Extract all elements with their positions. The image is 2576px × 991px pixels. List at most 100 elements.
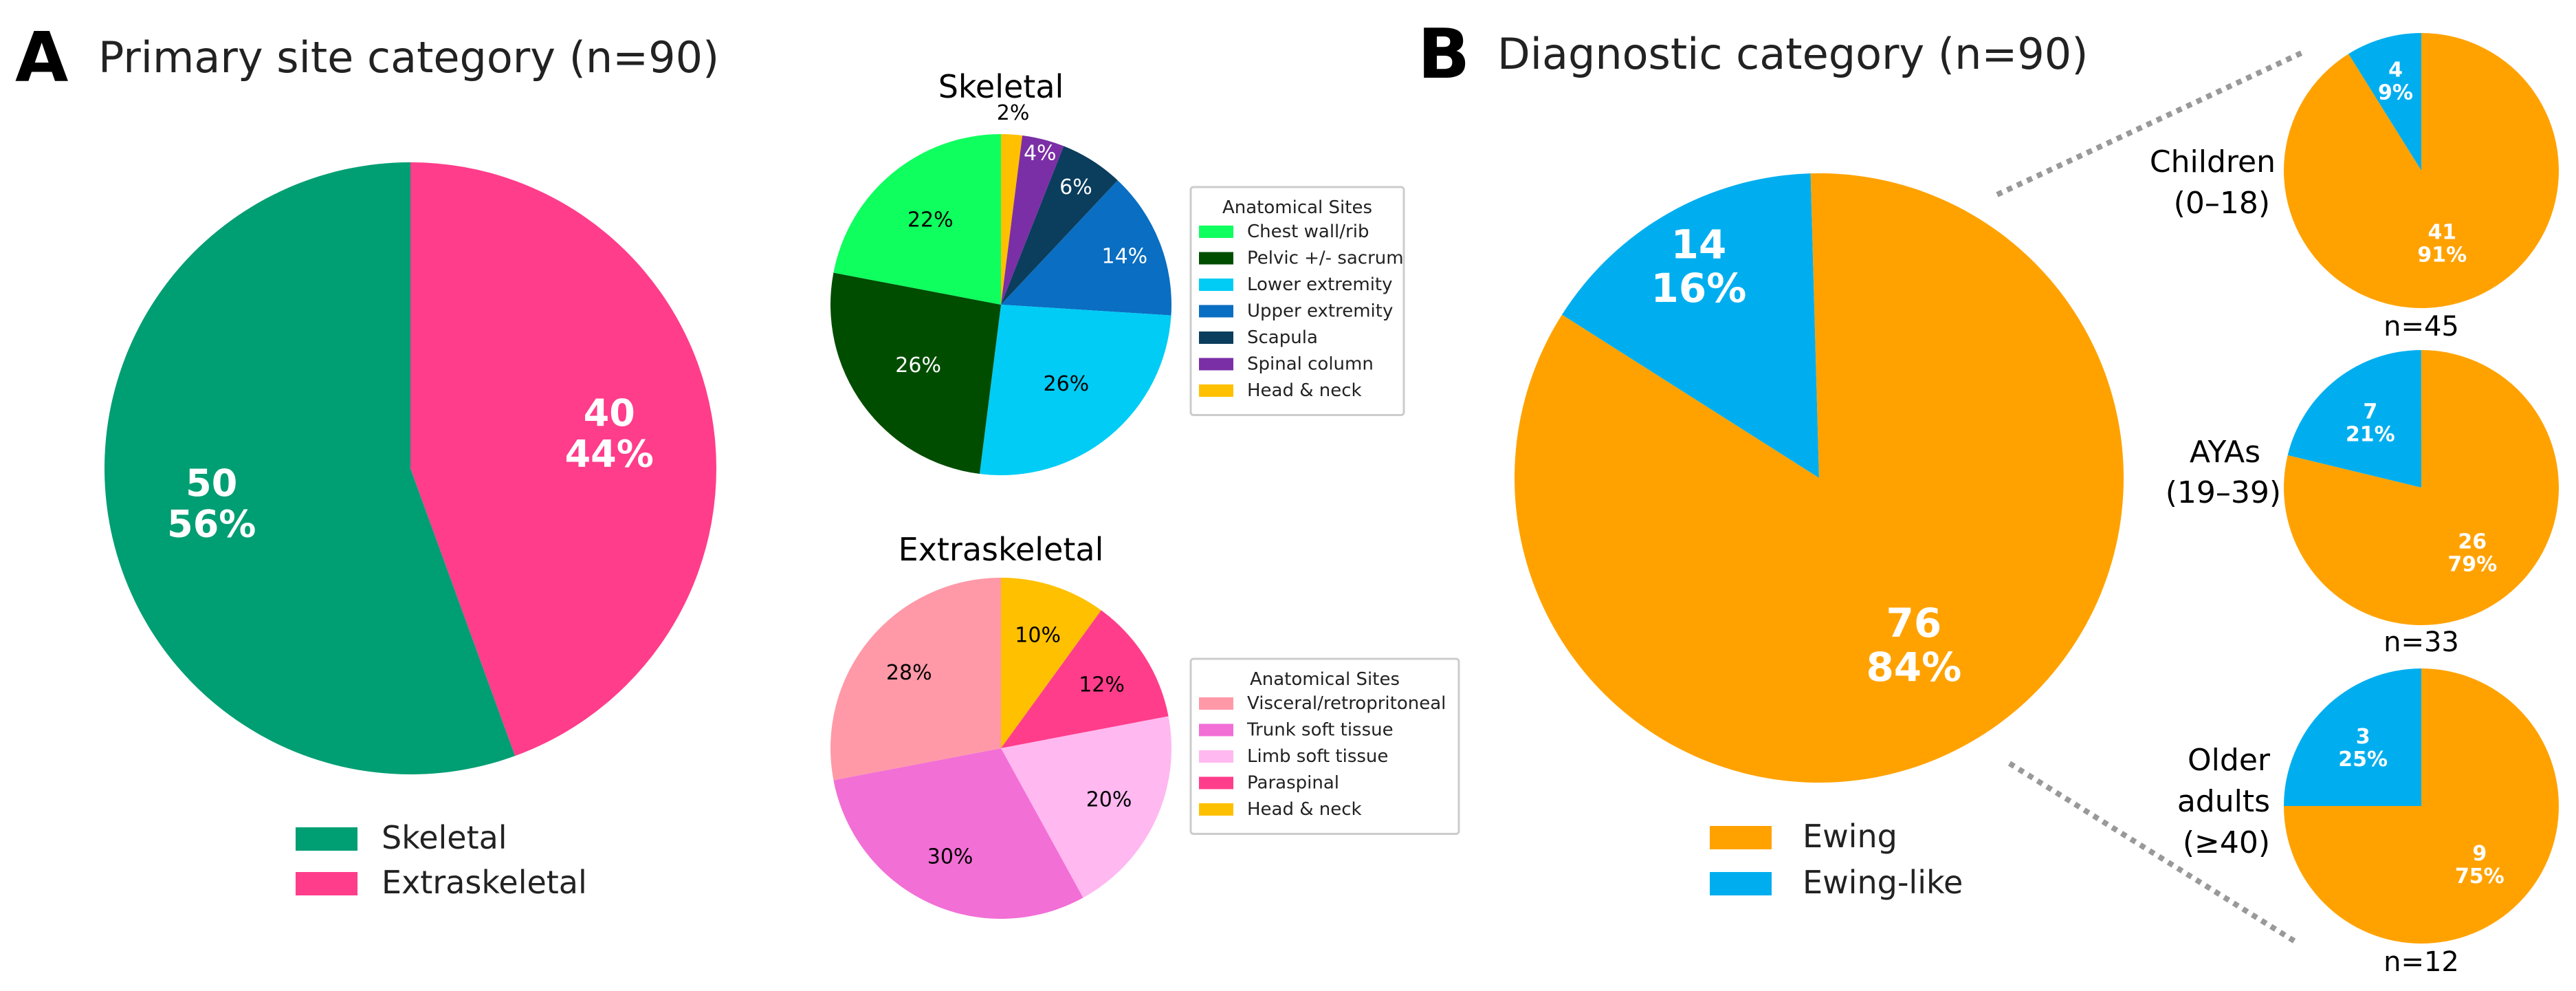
- svg-text:(0–18): (0–18): [2174, 186, 2270, 221]
- primary-site-slice-extraskeletal: [410, 162, 716, 756]
- older-slice-ewing: [2284, 668, 2559, 944]
- skeletal-legend-swatch-spinal-column: [1199, 358, 1233, 371]
- ayas-slice-ewing-like: [2287, 350, 2421, 488]
- ayas-slice-ewing: [2284, 350, 2560, 625]
- skeletal-legend-swatch-chest-wall-rib: [1199, 226, 1233, 238]
- legend-swatch-skeletal: [296, 827, 357, 851]
- primary-site-slice-skeletal: [104, 162, 516, 774]
- extraskeletal-slice-paraspinal: [1001, 610, 1169, 748]
- extraskeletal-slice-visceral-retropritoneal: [830, 577, 1001, 781]
- extraskeletal-legend-swatch-trunk-soft-tissue: [1199, 723, 1233, 737]
- skeletal-legend-label-head-neck: Head & neck: [1247, 380, 1362, 401]
- svg-text:(≥40): (≥40): [2183, 825, 2270, 860]
- legend-label-ewing-like: Ewing-like: [1803, 864, 1963, 901]
- extraskeletal-legend-label-limb-soft-tissue: Limb soft tissue: [1247, 746, 1388, 767]
- skeletal-slice-chest-wall-rib: [833, 134, 1001, 305]
- skeletal-legend-label-lower-extremity: Lower extremity: [1247, 274, 1393, 295]
- ayas-group-label: AYAs (19–39): [2166, 435, 2281, 510]
- extraskeletal-legend-label-paraspinal: Paraspinal: [1247, 773, 1339, 794]
- extraskeletal-legend-swatch-head-neck: [1199, 803, 1233, 816]
- skeletal-legend-frame: [1189, 186, 1405, 416]
- extraskeletal-legend-swatch-limb-soft-tissue: [1199, 750, 1233, 763]
- svg-text:Older: Older: [2188, 743, 2271, 778]
- connector-line-bottom: [2007, 761, 2298, 945]
- skeletal-legend-swatch-pelvic-sacrum: [1199, 252, 1233, 265]
- extraskeletal-legend-label-head-neck: Head & neck: [1247, 799, 1362, 820]
- skeletal-legend-label-pelvic-sacrum: Pelvic +/- sacrum: [1247, 248, 1404, 269]
- extraskeletal-legend-title: Anatomical Sites: [1250, 669, 1400, 690]
- extraskeletal-legend-swatch-paraspinal: [1199, 776, 1233, 789]
- skeletal-slice-lower-extremity: [979, 305, 1171, 475]
- extraskeletal-label-head-neck: 10%: [1015, 623, 1061, 647]
- svg-text:adults: adults: [2177, 784, 2270, 819]
- extraskeletal-slice-head-neck: [1001, 578, 1101, 748]
- older-group-label: Older adults (≥40): [2177, 743, 2271, 860]
- skeletal-title: Skeletal: [938, 68, 1064, 105]
- children-group-label: Children (0–18): [2150, 144, 2276, 221]
- extraskeletal-label-paraspinal: 12%: [1079, 673, 1125, 697]
- legend-swatch-extraskeletal: [296, 872, 357, 895]
- skeletal-slice-upper-extremity: [1001, 180, 1171, 316]
- skeletal-legend-swatch-lower-extremity: [1199, 279, 1233, 291]
- skeletal-slice-pelvic-sacrum: [830, 272, 1001, 475]
- extraskeletal-title: Extraskeletal: [899, 531, 1104, 568]
- panel-b-title: Diagnostic category (n=90): [1497, 29, 2088, 79]
- skeletal-legend-label-spinal-column: Spinal column: [1247, 354, 1374, 375]
- extraskeletal-pie: 10% 12% 20% 30% 28%: [830, 577, 1171, 919]
- diagnostic-slice-ewing: [1514, 173, 2124, 783]
- extraskeletal-legend-swatch-visceral-retropritoneal: [1199, 697, 1233, 710]
- skeletal-label-scapula: 6%: [1059, 175, 1092, 199]
- extraskeletal-slice-limb-soft-tissue: [1001, 716, 1171, 898]
- extraskeletal-legend-label-visceral-retropritoneal: Visceral/retropritoneal: [1247, 693, 1446, 714]
- skeletal-legend-swatch-head-neck: [1199, 384, 1233, 397]
- skeletal-label-upper-extremity: 14%: [1102, 244, 1148, 268]
- skeletal-label-spinal-column: 4%: [1024, 142, 1057, 166]
- panel-a-letter: A: [15, 17, 68, 98]
- legend-swatch-ewing-like: [1710, 872, 1772, 895]
- skeletal-legend-title: Anatomical Sites: [1222, 197, 1372, 218]
- svg-text:(19–39): (19–39): [2166, 475, 2281, 510]
- panel-b-letter: B: [1418, 14, 1470, 94]
- legend-swatch-ewing: [1710, 826, 1772, 849]
- skeletal-slice-spinal-column: [1001, 135, 1064, 305]
- extraskeletal-legend-frame: [1189, 657, 1460, 835]
- connector-line-top: [1996, 49, 2306, 197]
- extraskeletal-slice-trunk-soft-tissue: [833, 748, 1083, 919]
- primary-legend: Skeletal Extraskeletal: [296, 819, 587, 901]
- older-slice-ewing-like: [2284, 668, 2421, 806]
- extraskeletal-label-limb-soft-tissue: 20%: [1086, 787, 1132, 812]
- legend-label-skeletal: Skeletal: [382, 819, 507, 856]
- svg-text:Children: Children: [2150, 144, 2276, 179]
- skeletal-label-chest-wall-rib: 22%: [907, 208, 954, 232]
- extraskeletal-label-trunk-soft-tissue: 30%: [927, 845, 973, 869]
- older-n-label: n=12: [2384, 946, 2459, 978]
- extraskeletal-label-visceral-retropritoneal: 28%: [886, 661, 932, 685]
- extraskeletal-legend-label-trunk-soft-tissue: Trunk soft tissue: [1246, 720, 1394, 741]
- skeletal-slice-head-neck: [1001, 134, 1023, 305]
- svg-text:AYAs: AYAs: [2190, 435, 2260, 470]
- skeletal-legend-label-chest-wall-rib: Chest wall/rib: [1247, 221, 1369, 242]
- skeletal-label-pelvic-sacrum: 26%: [895, 353, 941, 378]
- children-slice-ewing-like: [2348, 33, 2421, 171]
- legend-label-ewing: Ewing: [1803, 818, 1897, 855]
- children-n-label: n=45: [2384, 311, 2459, 342]
- skeletal-legend-swatch-upper-extremity: [1199, 305, 1233, 318]
- skeletal-legend-label-scapula: Scapula: [1247, 327, 1318, 348]
